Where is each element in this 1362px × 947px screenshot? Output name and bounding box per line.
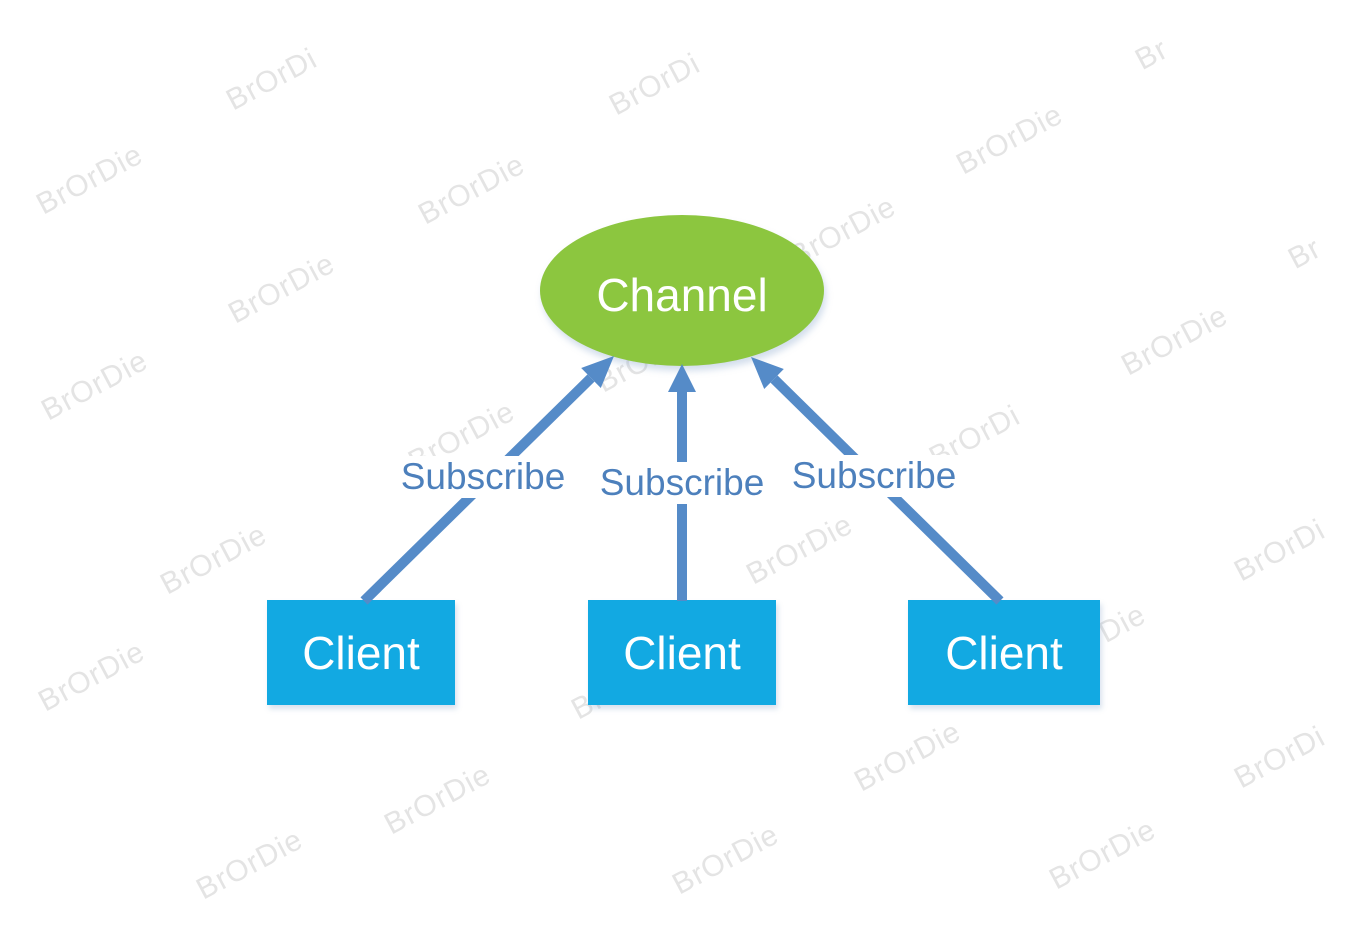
watermark-text: BrOrDi <box>220 42 323 118</box>
channel-label: Channel <box>596 269 768 321</box>
client-label: Client <box>945 626 1063 679</box>
watermark-text: BrOrDi <box>1228 513 1331 589</box>
arrow-left-head <box>581 356 614 388</box>
client-node-middle: Client <box>588 600 776 705</box>
watermark-text: BrOrDie <box>36 343 154 428</box>
watermark-text: BrOrDi <box>603 47 706 123</box>
watermark-text: BrOrDie <box>155 517 273 602</box>
watermark-text: BrOrDie <box>191 822 309 907</box>
watermark-text: BrOrDie <box>413 147 531 232</box>
watermark-text: BrOrDie <box>741 507 859 592</box>
watermark-text: BrOrDie <box>849 714 967 799</box>
subscribe-label-middle: Subscribe <box>596 462 768 504</box>
client-label: Client <box>302 626 420 679</box>
watermark-text: BrOrDie <box>31 137 149 222</box>
watermark-text: BrOrDie <box>667 817 785 902</box>
client-node-right: Client <box>908 600 1100 705</box>
watermark-text: Br <box>1282 231 1327 276</box>
arrow-middle-head <box>668 364 696 392</box>
subscribe-label-left: Subscribe <box>397 456 569 498</box>
watermark-text: BrOrDie <box>951 97 1069 182</box>
client-label: Client <box>623 626 741 679</box>
watermark-text: BrOrDi <box>1228 720 1331 796</box>
watermark-text: BrOrDie <box>33 634 151 719</box>
channel-node: Channel <box>540 215 824 366</box>
watermark-text: BrOrDie <box>379 757 497 842</box>
arrow-right-head <box>751 357 784 389</box>
watermark-text: BrOrDie <box>223 246 341 331</box>
subscribe-label-right: Subscribe <box>788 455 960 497</box>
watermark-text: BrOrDie <box>1116 298 1234 383</box>
client-node-left: Client <box>267 600 455 705</box>
watermark-text: BrOrDie <box>1044 812 1162 897</box>
watermark-text: Br <box>1129 32 1174 77</box>
